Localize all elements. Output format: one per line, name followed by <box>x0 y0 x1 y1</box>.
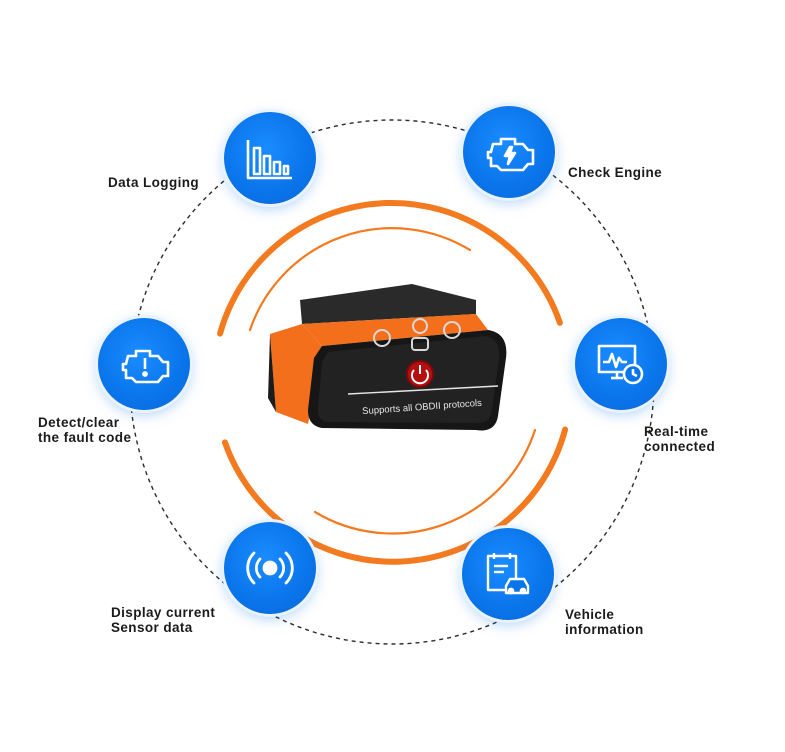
label-line: Detect/clear <box>38 415 120 430</box>
signal-waves-icon <box>246 551 294 585</box>
data-logging-label: Data Logging <box>108 175 199 190</box>
monitor-clock-icon <box>597 344 644 385</box>
orange-arc-inner-bottom <box>313 428 537 535</box>
label-line: Display current <box>111 605 216 620</box>
engine-status-icon <box>412 318 428 334</box>
sensor-data-label: Display current Sensor data <box>111 605 215 635</box>
check-engine-badge <box>463 106 555 198</box>
engine-bolt-icon <box>486 137 535 172</box>
label-line: Sensor data <box>111 620 193 635</box>
vehicle-info-badge <box>462 528 554 620</box>
label-line: Data Logging <box>108 175 200 190</box>
label-line: information <box>565 622 644 637</box>
sensor-data-badge <box>224 522 316 614</box>
orange-arc-inner-top <box>248 227 472 332</box>
clipboard-car-icon <box>486 553 530 595</box>
orange-arc-bottom <box>221 426 569 565</box>
obd-scanner-device: Supports all OBDII protocols <box>268 284 507 431</box>
battery-icon <box>443 321 461 339</box>
label-line: Vehicle <box>565 607 615 622</box>
status-led-icon <box>411 337 429 351</box>
real-time-label: Real-time connected <box>644 424 715 454</box>
engine-warning-icon <box>121 349 170 384</box>
vehicle-info-label: Vehicle information <box>565 607 644 637</box>
orange-arc-top <box>217 199 563 337</box>
label-line: connected <box>644 439 716 454</box>
label-line: Real-time <box>644 424 709 439</box>
label-line: Check Engine <box>568 165 663 180</box>
real-time-badge <box>575 318 667 410</box>
bar-chart-icon <box>246 140 292 180</box>
fault-code-label: Detect/clear the fault code <box>38 415 131 445</box>
label-line: the fault code <box>38 430 132 445</box>
bluetooth-icon <box>373 329 391 347</box>
data-logging-badge <box>224 112 316 204</box>
check-engine-label: Check Engine <box>568 165 662 180</box>
fault-code-badge <box>98 318 190 410</box>
